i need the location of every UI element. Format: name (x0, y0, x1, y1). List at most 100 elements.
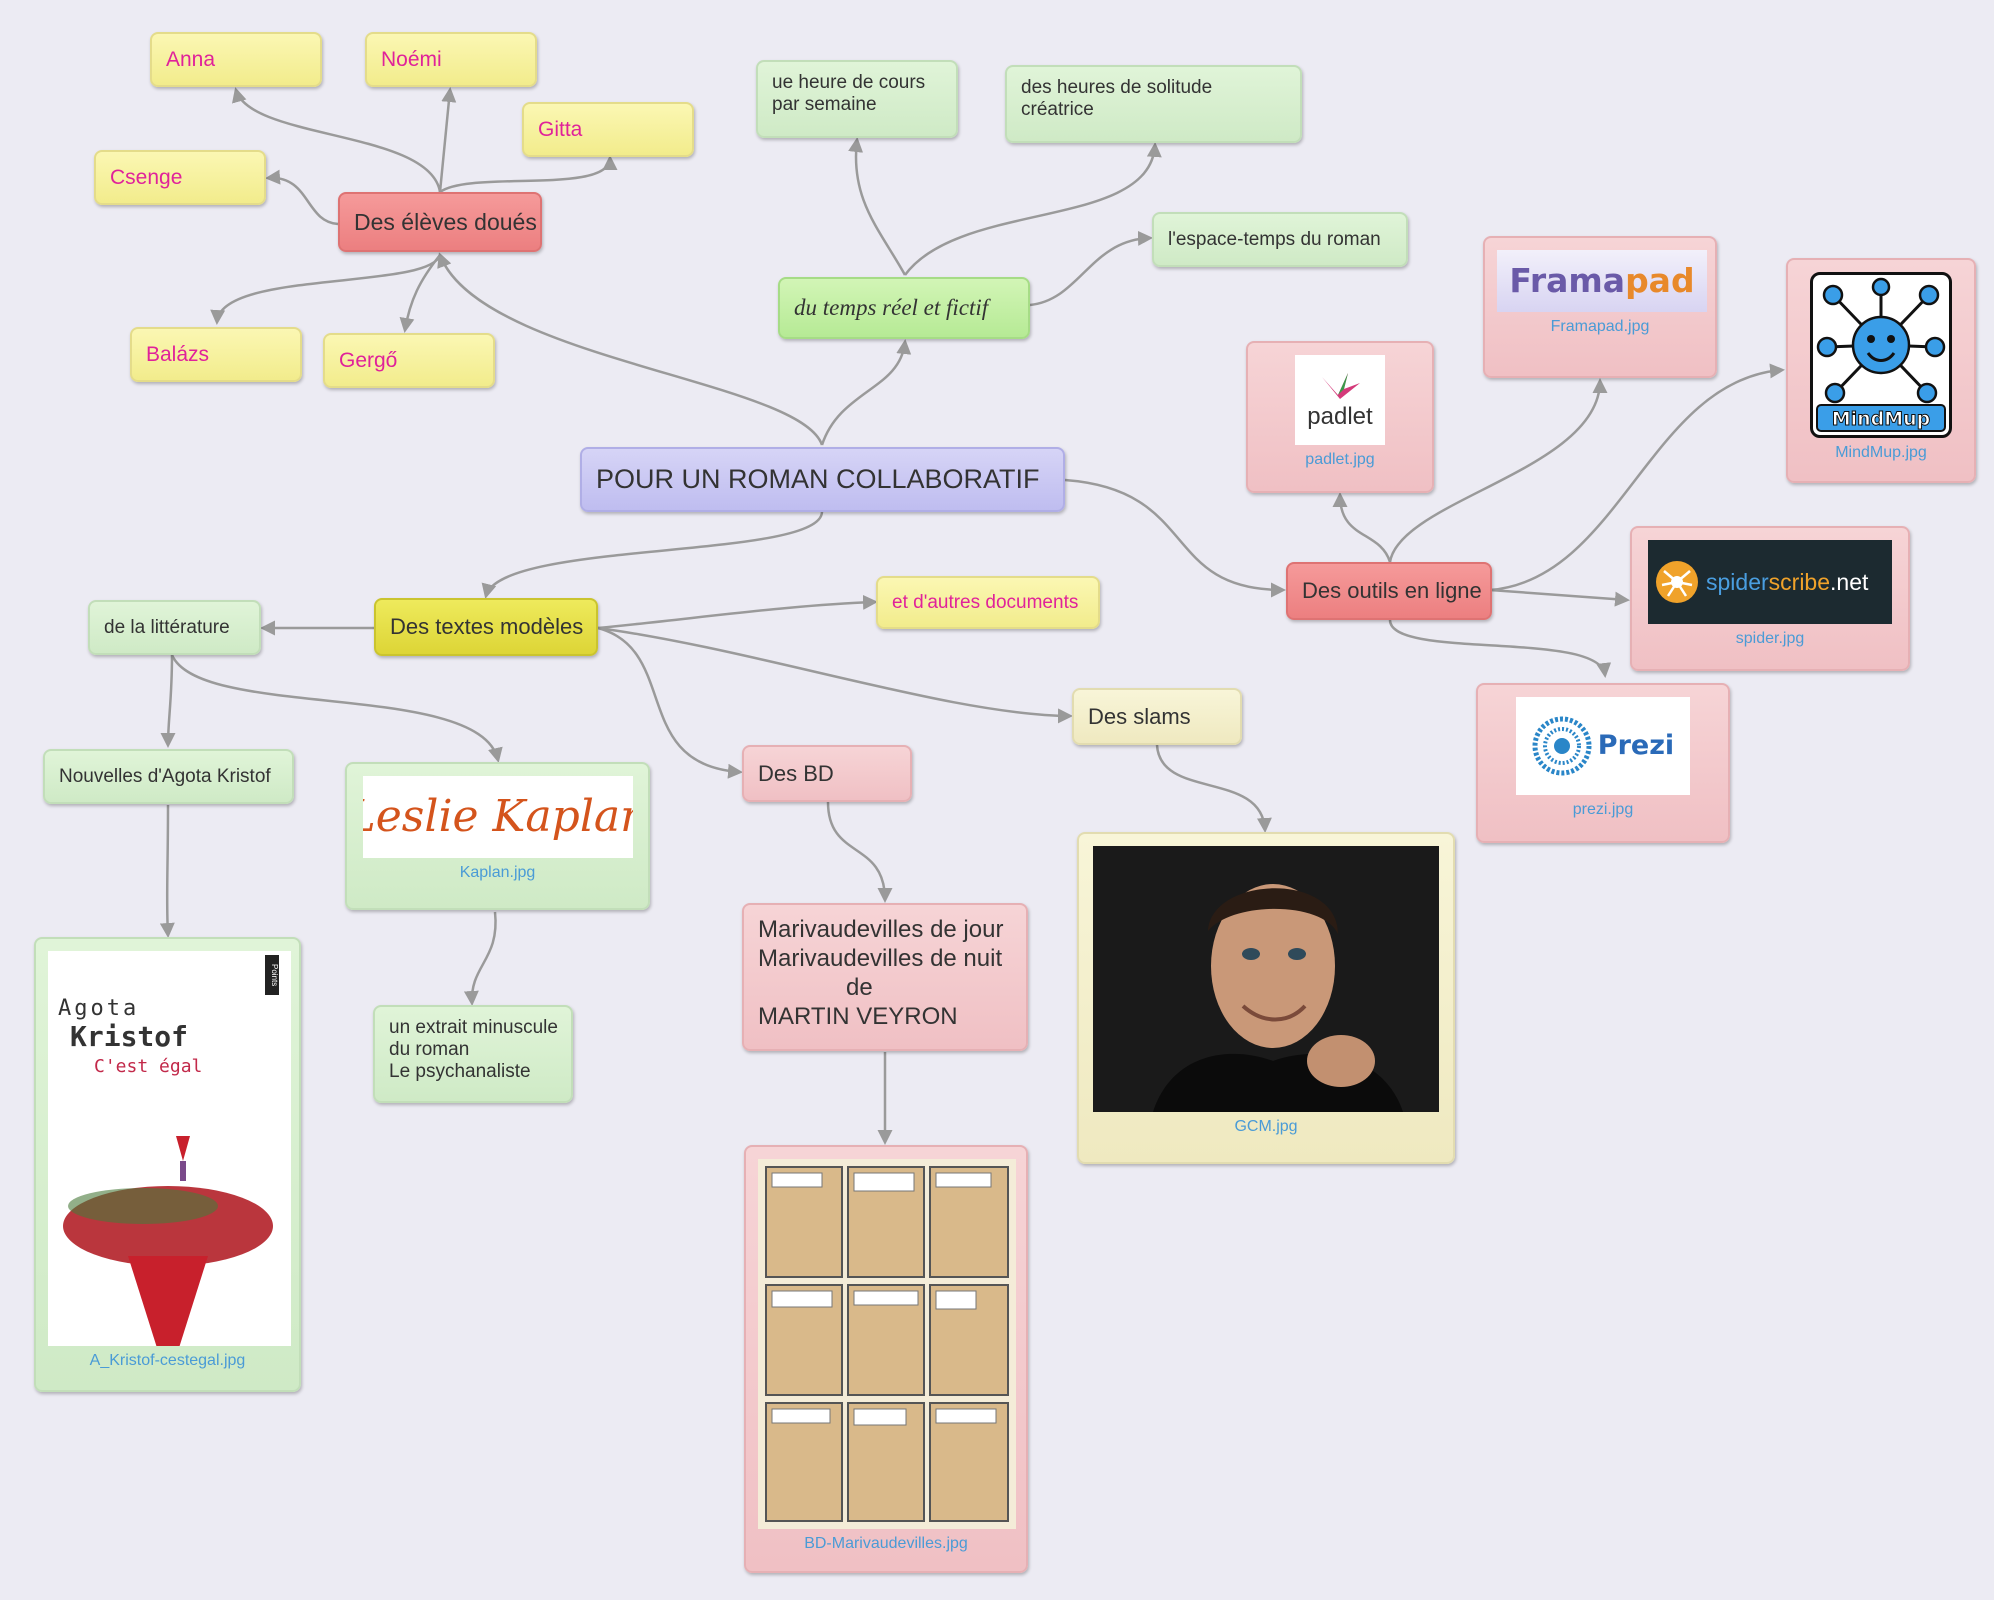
spiderscribe-text-scribe: scribe (1768, 568, 1831, 595)
edge-eleves-balazs (210, 254, 442, 325)
image-node-bd[interactable]: BD-Marivaudevilles.jpg (744, 1145, 1028, 1573)
node-mariv-line1: Marivaudevilles de jour (758, 916, 1004, 943)
kaplan-caption: Kaplan.jpg (459, 864, 536, 881)
node-autres-documents[interactable]: et d'autres documents (876, 576, 1100, 629)
node-heure-line1: ue heure de cours (772, 72, 926, 93)
node-marivaudevilles[interactable]: Marivaudevilles de jour Marivaudevilles … (742, 903, 1028, 1051)
framapad-logo-pad: pad (1625, 261, 1695, 301)
node-gitta-label: Gitta (538, 118, 583, 141)
node-solitude-line1: des heures de solitude (1021, 77, 1213, 98)
edge-center-outils (1064, 478, 1286, 598)
mindmup-logo-text: MindMup (1832, 408, 1931, 430)
edge-eleves-noemi (438, 87, 457, 193)
edge-center-eleves (437, 252, 824, 446)
mindmup-logo: MindMup (1810, 272, 1952, 438)
portrait-photo (1093, 846, 1439, 1112)
edge-textes-slams (597, 626, 1073, 724)
node-heure-de-cours[interactable]: ue heure de cours par semaine (756, 60, 958, 138)
mindmup-caption: MindMup.jpg (1835, 444, 1927, 461)
central-topic[interactable]: POUR UN ROMAN COLLABORATIF (580, 447, 1065, 512)
kristof-spine-label: Points (265, 955, 279, 995)
node-heures-solitude[interactable]: des heures de solitude créatrice (1005, 65, 1302, 143)
edge-slams-gcm (1155, 744, 1272, 833)
node-csenge[interactable]: Csenge (94, 150, 266, 205)
edge-eleves-anna (232, 87, 442, 193)
node-gitta[interactable]: Gitta (522, 102, 694, 157)
node-gergo[interactable]: Gergő (323, 333, 495, 388)
edge-outils-padlet (1332, 492, 1392, 563)
padlet-caption: padlet.jpg (1305, 451, 1375, 468)
comic-page-image (758, 1159, 1016, 1529)
node-anna[interactable]: Anna (150, 32, 322, 87)
node-mariv-line3: de (846, 974, 873, 1001)
image-node-prezi[interactable]: Prezi prezi.jpg (1476, 683, 1730, 843)
bd-caption: BD-Marivaudevilles.jpg (804, 1535, 968, 1552)
spiderscribe-spider-icon (1656, 561, 1698, 603)
edge-textes-autres (597, 594, 878, 630)
gcm-caption: GCM.jpg (1234, 1118, 1298, 1135)
edge-nouvelles-kristof (159, 804, 175, 938)
prezi-caption: prezi.jpg (1572, 801, 1634, 818)
edge-temps-heure (848, 137, 907, 276)
edge-litt-kaplan (170, 654, 503, 763)
node-outils-en-ligne[interactable]: Des outils en ligne (1286, 562, 1492, 620)
spider-caption: spider.jpg (1735, 630, 1805, 647)
padlet-bird-icon (1322, 373, 1360, 400)
node-anna-label: Anna (166, 48, 216, 71)
edge-center-temps (820, 339, 912, 446)
image-node-gcm[interactable]: GCM.jpg (1077, 832, 1455, 1164)
prezi-logo-text: Prezi (1597, 730, 1675, 762)
node-eleves-doues[interactable]: Des élèves doués (338, 192, 542, 252)
padlet-logo-text: padlet (1307, 403, 1373, 431)
edge-textes-bd (597, 626, 743, 779)
node-nouvelles-kristof[interactable]: Nouvelles d'Agota Kristof (43, 749, 294, 804)
kristof-author-line1: Agota (58, 996, 140, 1021)
node-solitude-line2: créatrice (1021, 99, 1094, 120)
node-extrait-minuscule[interactable]: un extrait minuscule du roman Le psychan… (373, 1005, 573, 1103)
kristof-caption: A_Kristof-cestegal.jpg (89, 1352, 246, 1369)
node-extrait-line2: du roman (389, 1039, 470, 1060)
kristof-book-cover: Points Agota Kristof C'est égal (48, 951, 291, 1346)
node-balazs[interactable]: Balázs (130, 327, 302, 382)
padlet-logo: padlet (1295, 355, 1385, 445)
node-des-bd[interactable]: Des BD (742, 745, 912, 802)
node-mariv-line2: Marivaudevilles de nuit (758, 945, 1003, 972)
framapad-caption: Framapad.jpg (1550, 318, 1650, 335)
prezi-logo: Prezi (1516, 697, 1690, 795)
node-extrait-line3: Le psychanaliste (389, 1061, 531, 1082)
spinning-top-illustration (63, 1136, 273, 1346)
image-node-padlet[interactable]: padlet padlet.jpg (1246, 341, 1434, 493)
framapad-logo-frama: Frama (1509, 261, 1626, 301)
edge-bd-mariv (826, 801, 893, 903)
node-textes-modeles[interactable]: Des textes modèles (374, 598, 598, 656)
node-csenge-label: Csenge (110, 166, 183, 189)
node-extrait-line1: un extrait minuscule (389, 1017, 558, 1038)
edge-temps-solitude (903, 142, 1162, 276)
image-node-kaplan[interactable]: Leslie Kaplan Kaplan.jpg (345, 762, 650, 910)
node-des-slams[interactable]: Des slams (1072, 688, 1242, 745)
node-espace-temps[interactable]: l'espace-temps du roman (1152, 212, 1408, 267)
image-node-kristof[interactable]: Points Agota Kristof C'est égal A_Kristo… (34, 937, 301, 1392)
edge-outils-spider (1489, 588, 1630, 607)
spiderscribe-text-net: .net (1830, 568, 1869, 595)
node-autres-label: et d'autres documents (892, 592, 1079, 613)
edge-litt-nouvelles (160, 654, 176, 748)
image-node-mindmup[interactable]: MindMup MindMup.jpg (1786, 258, 1976, 483)
kristof-book-title: C'est égal (94, 1056, 203, 1077)
edge-eleves-gitta (439, 155, 618, 194)
node-noemi-label: Noémi (381, 48, 442, 71)
node-temps-reel-fictif[interactable]: du temps réel et fictif (778, 277, 1030, 339)
edge-eleves-csenge (265, 169, 339, 226)
node-litterature[interactable]: de la littérature (88, 600, 261, 655)
node-noemi[interactable]: Noémi (365, 32, 537, 87)
edge-kaplan-extrait (463, 911, 497, 1006)
node-balazs-label: Balázs (146, 343, 210, 366)
edge-eleves-gergo (399, 254, 441, 333)
kaplan-image: Leslie Kaplan (362, 776, 633, 858)
node-gergo-label: Gergő (339, 349, 398, 372)
